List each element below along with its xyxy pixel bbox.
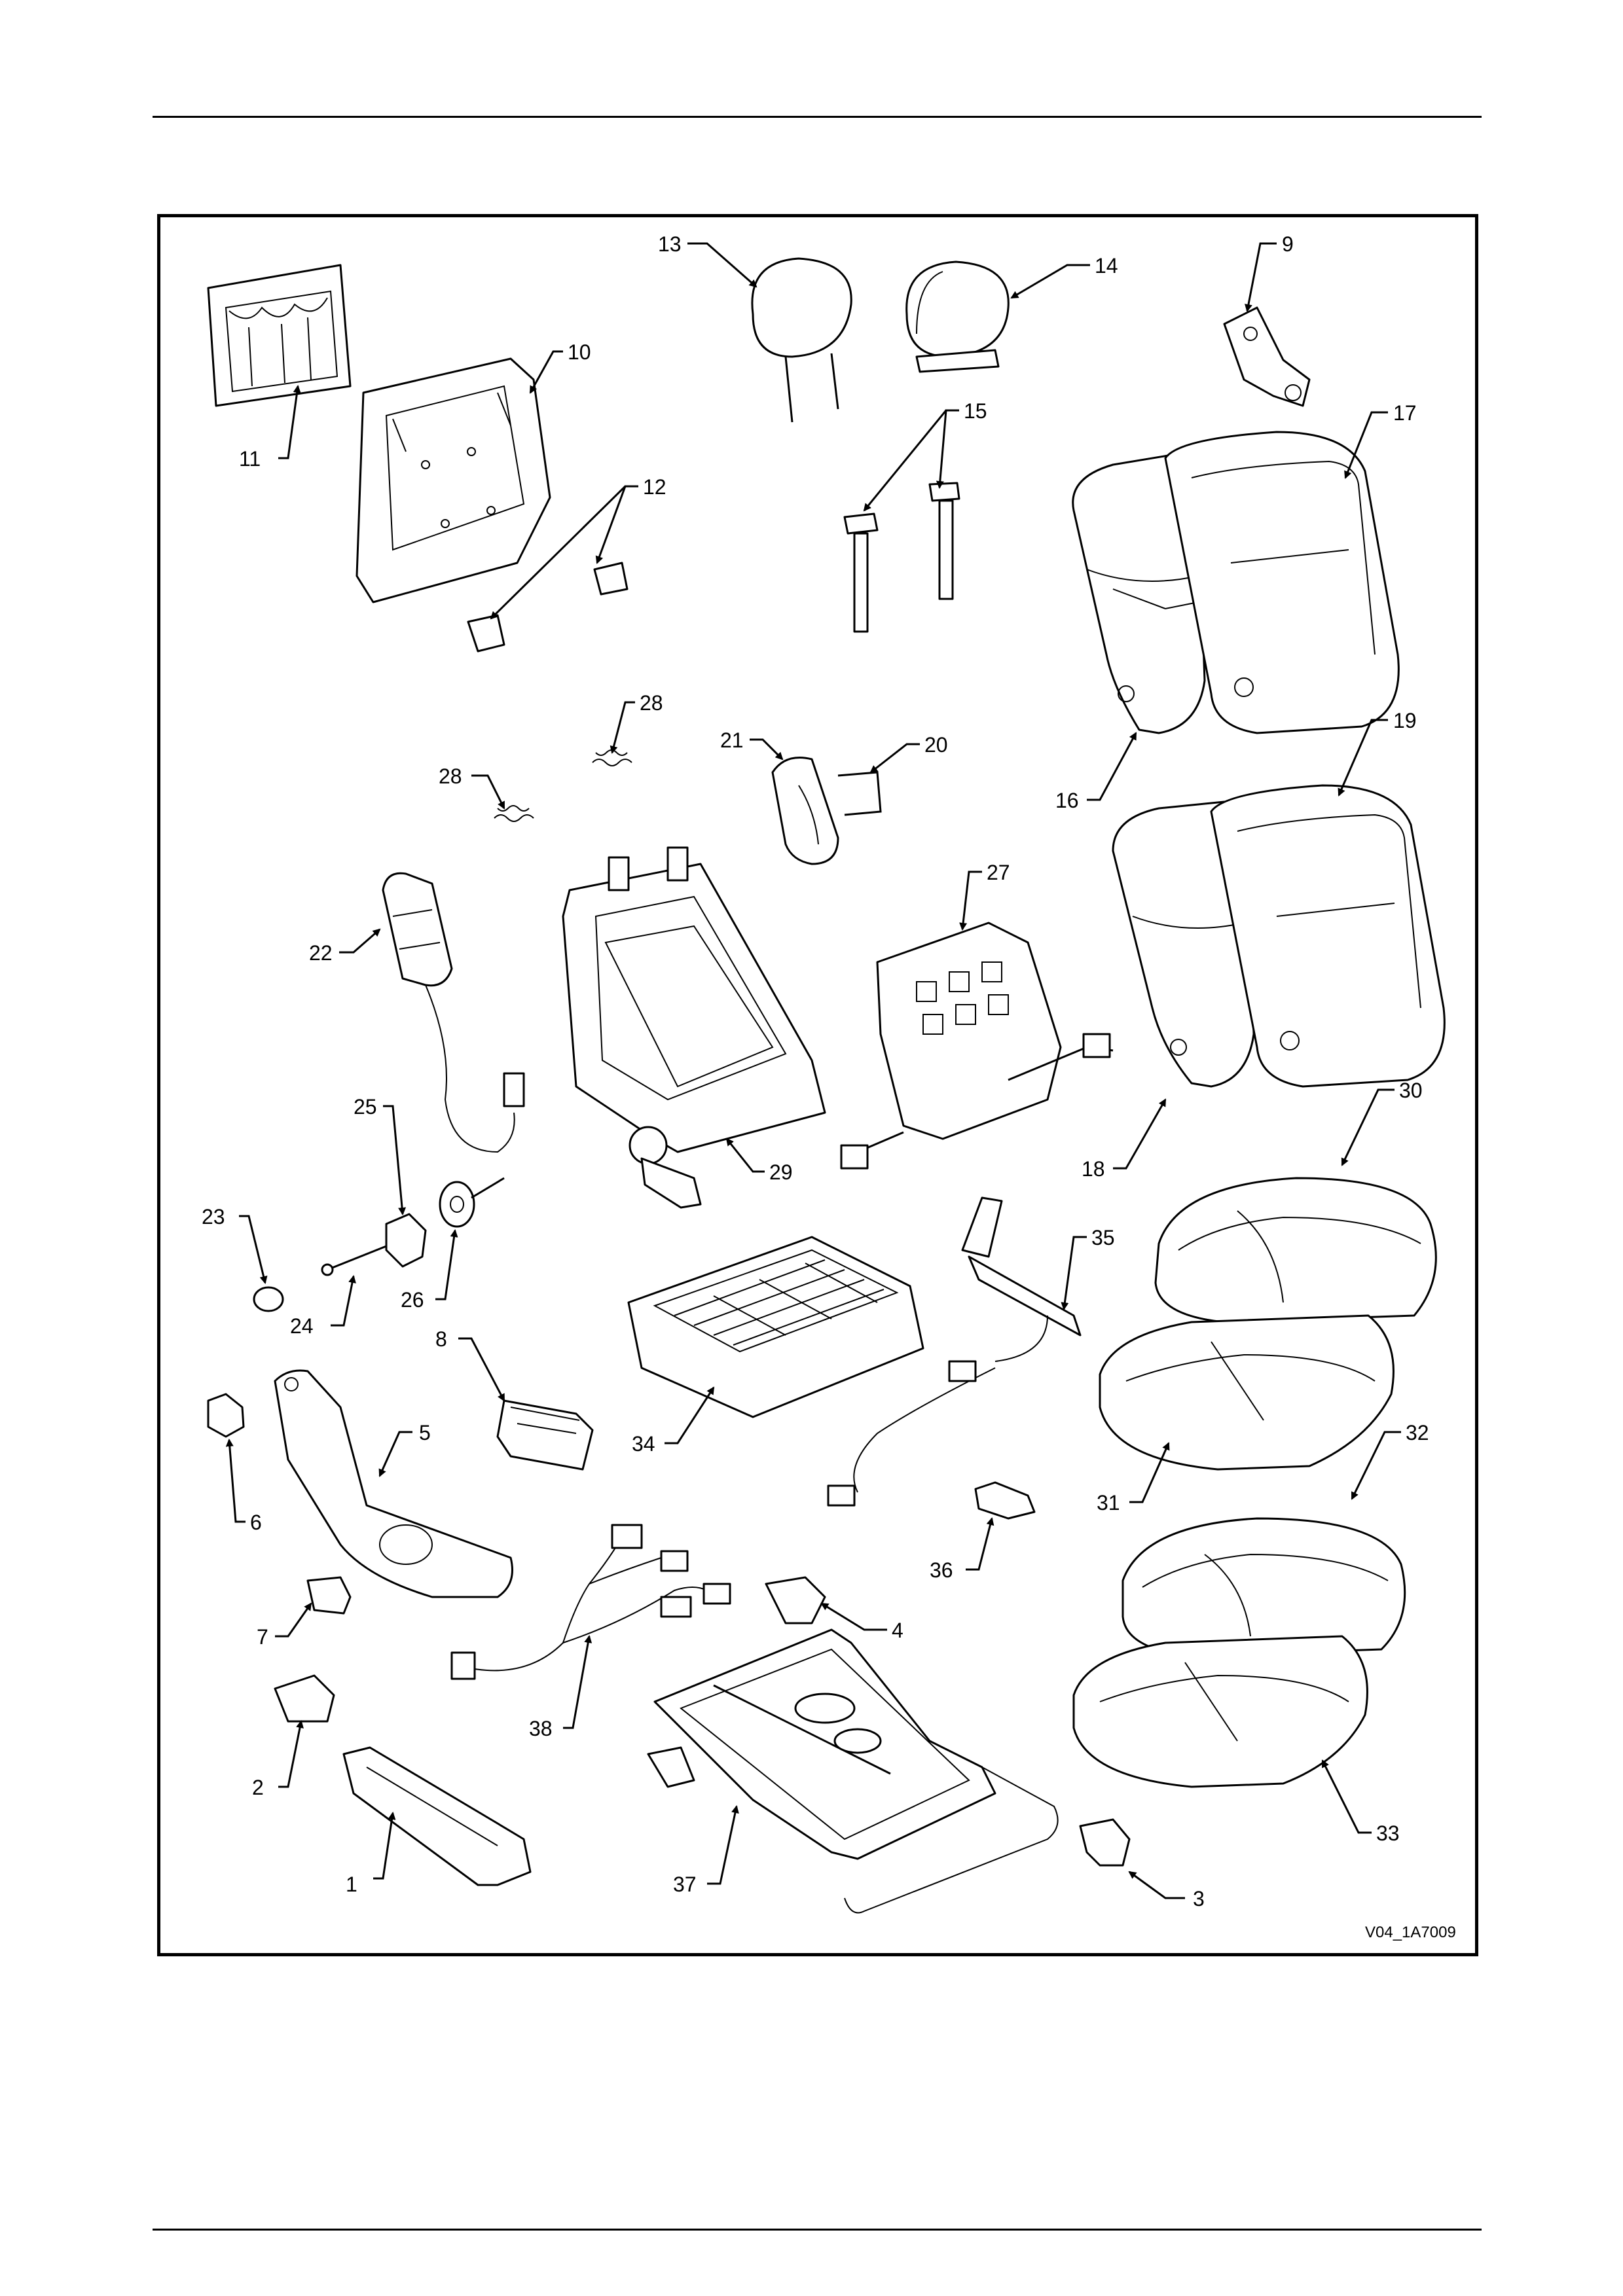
callout-24: 24 (290, 1314, 314, 1338)
callout-30: 30 (1399, 1079, 1423, 1102)
part-8-seat-switch (498, 1401, 593, 1469)
callout-9: 9 (1282, 232, 1294, 256)
part-23-cap (254, 1287, 283, 1311)
part-28-springs (494, 750, 632, 821)
part-20-u-bracket (838, 772, 881, 815)
part-12-clips (468, 563, 627, 651)
part-25-knob (386, 1214, 426, 1266)
callout-33: 33 (1376, 1821, 1400, 1845)
part-3-end-cap (1080, 1820, 1129, 1865)
callout-18: 18 (1082, 1157, 1105, 1181)
callout-7: 7 (257, 1625, 268, 1649)
part-32-cushion-cover (1123, 1518, 1405, 1656)
part-14-headrest-cover (907, 262, 1009, 372)
part-31-cushion-pad (1100, 1316, 1393, 1469)
callout-37: 37 (673, 1873, 697, 1896)
callout-35: 35 (1091, 1226, 1115, 1249)
callout-26: 26 (401, 1288, 424, 1312)
part-15-headrest-guides (845, 483, 959, 632)
part-37-seat-track (648, 1630, 1058, 1913)
part-9-bracket (1224, 308, 1309, 406)
part-6-knob (208, 1394, 244, 1437)
part-10-seatback-panel (357, 359, 550, 602)
callout-27: 27 (987, 861, 1010, 884)
callout-2: 2 (252, 1776, 264, 1799)
part-5-side-trim (275, 1371, 513, 1597)
callout-23: 23 (202, 1205, 225, 1229)
figure-reference-code: V04_1A7009 (1365, 1924, 1456, 1941)
callout-19: 19 (1393, 709, 1417, 732)
callout-28a: 28 (439, 764, 462, 788)
callout-25: 25 (354, 1095, 377, 1119)
part-22-side-airbag (383, 873, 524, 1152)
callout-6: 6 (250, 1511, 262, 1534)
part-30-cushion-cover (1156, 1178, 1436, 1322)
callout-13: 13 (658, 232, 682, 256)
callout-28b: 28 (640, 691, 663, 715)
callout-32: 32 (1406, 1421, 1429, 1444)
part-26-washer (440, 1178, 504, 1227)
part-27-seat-plate (841, 923, 1113, 1168)
callout-12: 12 (643, 475, 666, 499)
callout-38: 38 (529, 1717, 553, 1740)
callout-21: 21 (720, 728, 744, 752)
callout-8: 8 (435, 1327, 447, 1351)
callout-14: 14 (1095, 254, 1118, 278)
callout-34: 34 (632, 1432, 655, 1456)
part-1-lower-trim (344, 1748, 530, 1885)
callout-17: 17 (1393, 401, 1417, 425)
callout-31: 31 (1097, 1491, 1120, 1515)
callout-11: 11 (239, 447, 261, 471)
part-29-backrest-frame (563, 848, 825, 1208)
callout-3: 3 (1193, 1887, 1205, 1910)
part-36-clip (976, 1482, 1034, 1518)
part-2-bezel (275, 1676, 334, 1721)
part-7-grip (308, 1577, 350, 1613)
callout-36: 36 (930, 1558, 953, 1582)
callout-29: 29 (769, 1160, 793, 1184)
part-11-rear-pocket-panel (208, 265, 350, 406)
part-4-cap (766, 1577, 825, 1623)
callout-4: 4 (892, 1619, 903, 1642)
footer-rule (153, 2229, 1482, 2231)
callout-10: 10 (568, 340, 591, 364)
part-38-wiring-harness (452, 1525, 730, 1679)
callout-1: 1 (346, 1873, 357, 1896)
callout-16: 16 (1055, 789, 1079, 812)
callout-20: 20 (924, 733, 948, 757)
callout-22: 22 (309, 941, 333, 965)
callout-15: 15 (964, 399, 987, 423)
part-34-cushion-frame (629, 1237, 923, 1417)
part-21-lumbar-housing (773, 758, 838, 865)
part-13-headrest (752, 259, 851, 422)
callout-5: 5 (419, 1421, 431, 1444)
part-24-screw (322, 1244, 393, 1275)
